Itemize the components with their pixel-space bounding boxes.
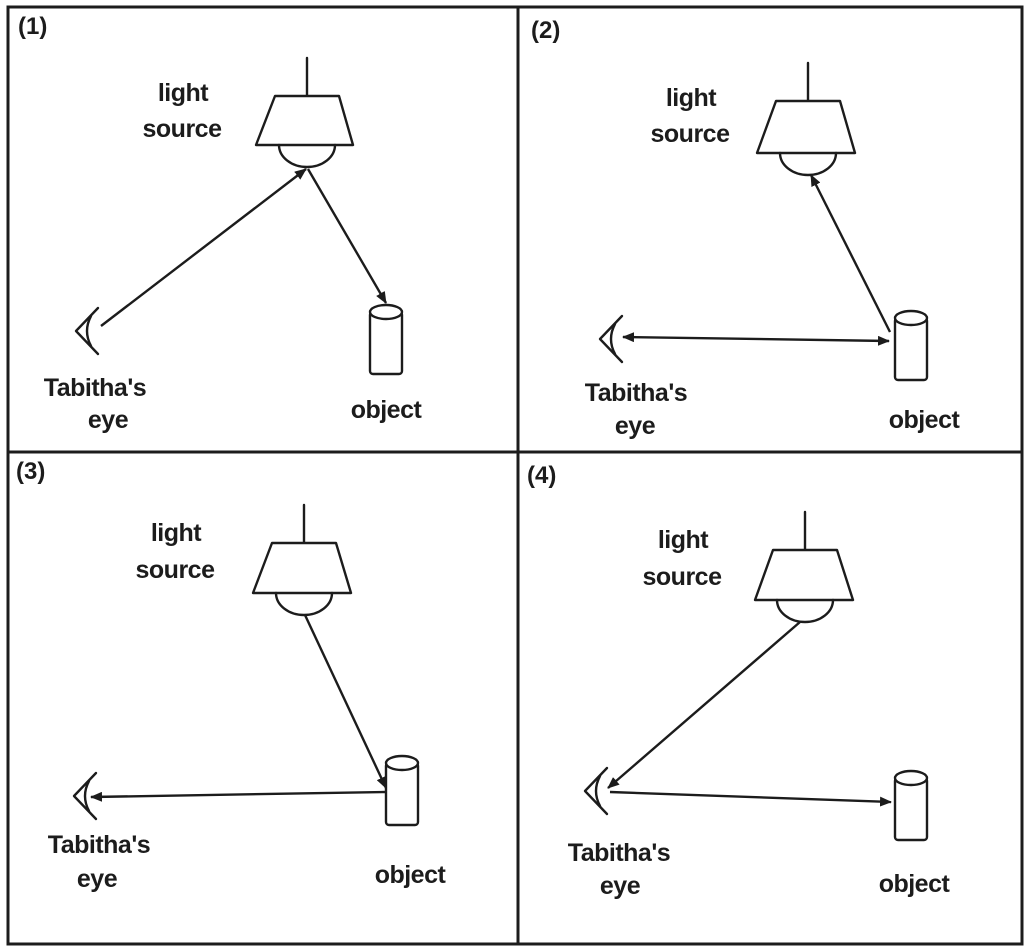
eye-label-line1: Tabitha's bbox=[44, 374, 146, 402]
object-label: object bbox=[375, 861, 447, 889]
light-label-line1: light bbox=[666, 84, 717, 112]
light-source-icon bbox=[254, 56, 355, 169]
eye-icon bbox=[74, 306, 100, 356]
light-label-line1: light bbox=[658, 526, 709, 554]
eye-icon bbox=[583, 766, 609, 816]
object-label: object bbox=[889, 406, 961, 434]
light-source-icon bbox=[755, 61, 857, 177]
panel-4: (4) light source Tabitha's eye object bbox=[527, 462, 951, 900]
light-label-line2: source bbox=[643, 563, 723, 591]
object-cylinder-icon bbox=[893, 769, 929, 842]
panel-number: (1) bbox=[18, 13, 47, 40]
panel-3: (3) light source Tabitha's eye object bbox=[16, 458, 447, 893]
diagram-frame bbox=[6, 5, 1024, 946]
eye-label-line1: Tabitha's bbox=[585, 379, 687, 407]
ray-eye-object bbox=[622, 332, 890, 346]
object-cylinder-icon bbox=[384, 754, 420, 827]
eye-label-line2: eye bbox=[615, 412, 656, 440]
ray-light-to-object bbox=[306, 168, 388, 304]
eye-label-line2: eye bbox=[600, 872, 641, 900]
light-label-line2: source bbox=[651, 120, 731, 148]
light-label-line2: source bbox=[136, 556, 216, 584]
object-cylinder-icon bbox=[368, 303, 404, 376]
eye-icon bbox=[598, 314, 624, 364]
object-cylinder-icon bbox=[893, 309, 929, 382]
object-label: object bbox=[879, 870, 951, 898]
eye-icon bbox=[72, 771, 98, 821]
eye-label-line1: Tabitha's bbox=[568, 839, 670, 867]
light-source-icon bbox=[251, 503, 353, 617]
object-label: object bbox=[351, 396, 423, 424]
light-label-line1: light bbox=[158, 79, 209, 107]
eye-label-line2: eye bbox=[88, 406, 129, 434]
ray-light-to-object bbox=[303, 614, 388, 789]
light-source-icon bbox=[753, 510, 855, 624]
panel-number: (3) bbox=[16, 458, 45, 485]
eye-label-line2: eye bbox=[77, 865, 118, 893]
ray-eye-to-light bbox=[100, 168, 307, 327]
light-label-line1: light bbox=[151, 519, 202, 547]
ray-object-to-eye bbox=[90, 790, 387, 802]
ray-light-to-eye bbox=[607, 621, 801, 789]
ray-object-to-light bbox=[809, 174, 892, 333]
panel-number: (4) bbox=[527, 462, 556, 489]
panel-number: (2) bbox=[531, 17, 560, 44]
eye-label-line1: Tabitha's bbox=[48, 831, 150, 859]
light-label-line2: source bbox=[143, 115, 223, 143]
ray-eye-to-object bbox=[609, 790, 892, 807]
panel-2: (2) light source Tabitha's eye object bbox=[531, 17, 961, 440]
panel-1: (1) light source Tabitha's eye object bbox=[18, 13, 423, 434]
